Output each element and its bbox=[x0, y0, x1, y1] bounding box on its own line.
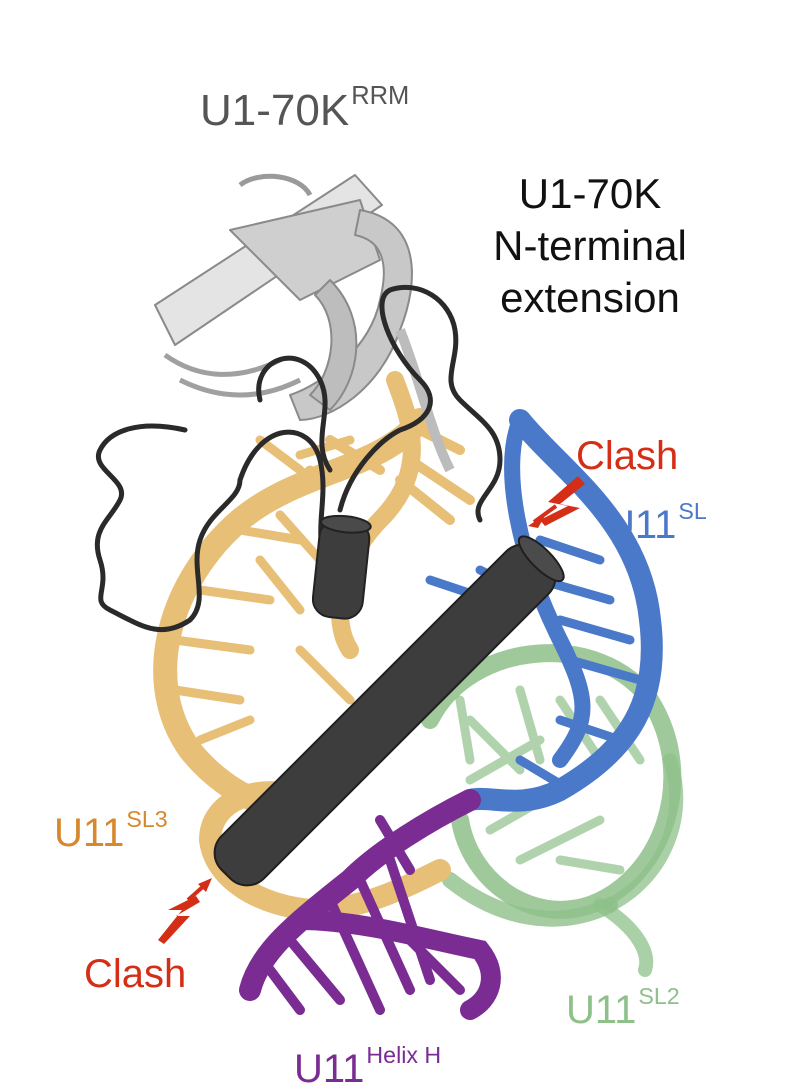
u11-helix-h-rna bbox=[239, 789, 501, 1020]
u11-sl-label: U11SL bbox=[606, 498, 707, 548]
u11-sl2-label: U11SL2 bbox=[566, 983, 680, 1033]
clash-top-arrow-icon bbox=[528, 476, 585, 528]
u1-70k-n-terminal-label: U1-70K N-terminal extension bbox=[493, 170, 687, 321]
u11-helix-h-label: U11Helix H bbox=[294, 1042, 442, 1092]
clash-bottom-arrow-icon bbox=[158, 878, 212, 944]
short-helix-cylinder bbox=[311, 514, 372, 620]
clash-bottom-label: Clash bbox=[84, 952, 187, 996]
u11-sl3-label: U11SL3 bbox=[54, 806, 168, 856]
u1-70k-rrm-protein bbox=[154, 173, 455, 473]
u1-70k-rrm-label: U1-70KRRM bbox=[200, 82, 410, 135]
clash-top-label: Clash bbox=[576, 434, 679, 478]
long-helix-cylinder bbox=[213, 535, 565, 887]
